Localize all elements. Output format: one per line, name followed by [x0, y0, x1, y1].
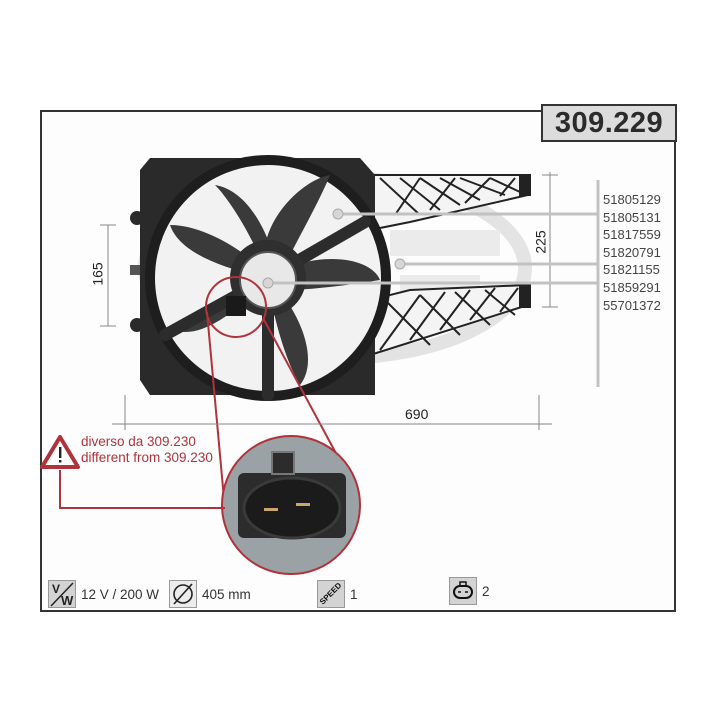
spec-connector: 2	[449, 577, 490, 605]
part-number: 51821155	[603, 262, 660, 278]
product-code: 309.229	[541, 104, 677, 142]
part-number: 51805129	[603, 192, 661, 207]
dimension-height-left: 165	[89, 262, 106, 286]
part-number: 51820791	[603, 244, 661, 260]
part-leader-lines	[268, 180, 600, 387]
warning-leader-line	[59, 470, 225, 509]
connector-detail-photo	[221, 435, 361, 575]
svg-text:V: V	[52, 582, 60, 596]
spec-voltage-power-value: 12 V / 200 W	[81, 586, 160, 602]
warning-text-en: different from 309.230	[81, 450, 213, 465]
warning-triangle-icon	[40, 435, 80, 469]
speed-icon: SPEED	[317, 580, 345, 608]
svg-text:SPEED: SPEED	[318, 581, 344, 606]
part-number: 51859291	[603, 279, 661, 295]
callout-line-left	[206, 311, 226, 511]
volt-watt-icon: V W	[48, 580, 76, 608]
spec-diameter: 405 mm	[169, 580, 251, 608]
part-number: 51805131	[603, 209, 661, 225]
spec-speed-value: 1	[350, 586, 358, 602]
connector-icon	[449, 577, 477, 605]
spec-connector-value: 2	[482, 583, 490, 599]
spec-speed: SPEED 1	[317, 580, 358, 608]
part-number: 51817559	[603, 227, 661, 243]
connector-highlight-small	[205, 276, 267, 338]
spec-diameter-value: 405 mm	[202, 586, 251, 602]
warning-text-it: diverso da 309.230	[81, 434, 196, 449]
dimension-height-right: 225	[532, 230, 549, 254]
dimension-width: 690	[405, 406, 429, 422]
fan-shroud	[130, 155, 391, 401]
spec-voltage-power: V W 12 V / 200 W	[48, 580, 159, 608]
mounting-bracket	[369, 174, 531, 357]
svg-text:W: W	[61, 593, 74, 607]
diameter-icon	[169, 580, 197, 608]
callout-line-right	[262, 317, 346, 471]
oe-part-number-list: 51805129 51805131 51817559 51820791 5182…	[603, 191, 661, 314]
part-number: 55701372	[603, 297, 661, 313]
warning-text: diverso da 309.230 different from 309.23…	[81, 434, 213, 466]
